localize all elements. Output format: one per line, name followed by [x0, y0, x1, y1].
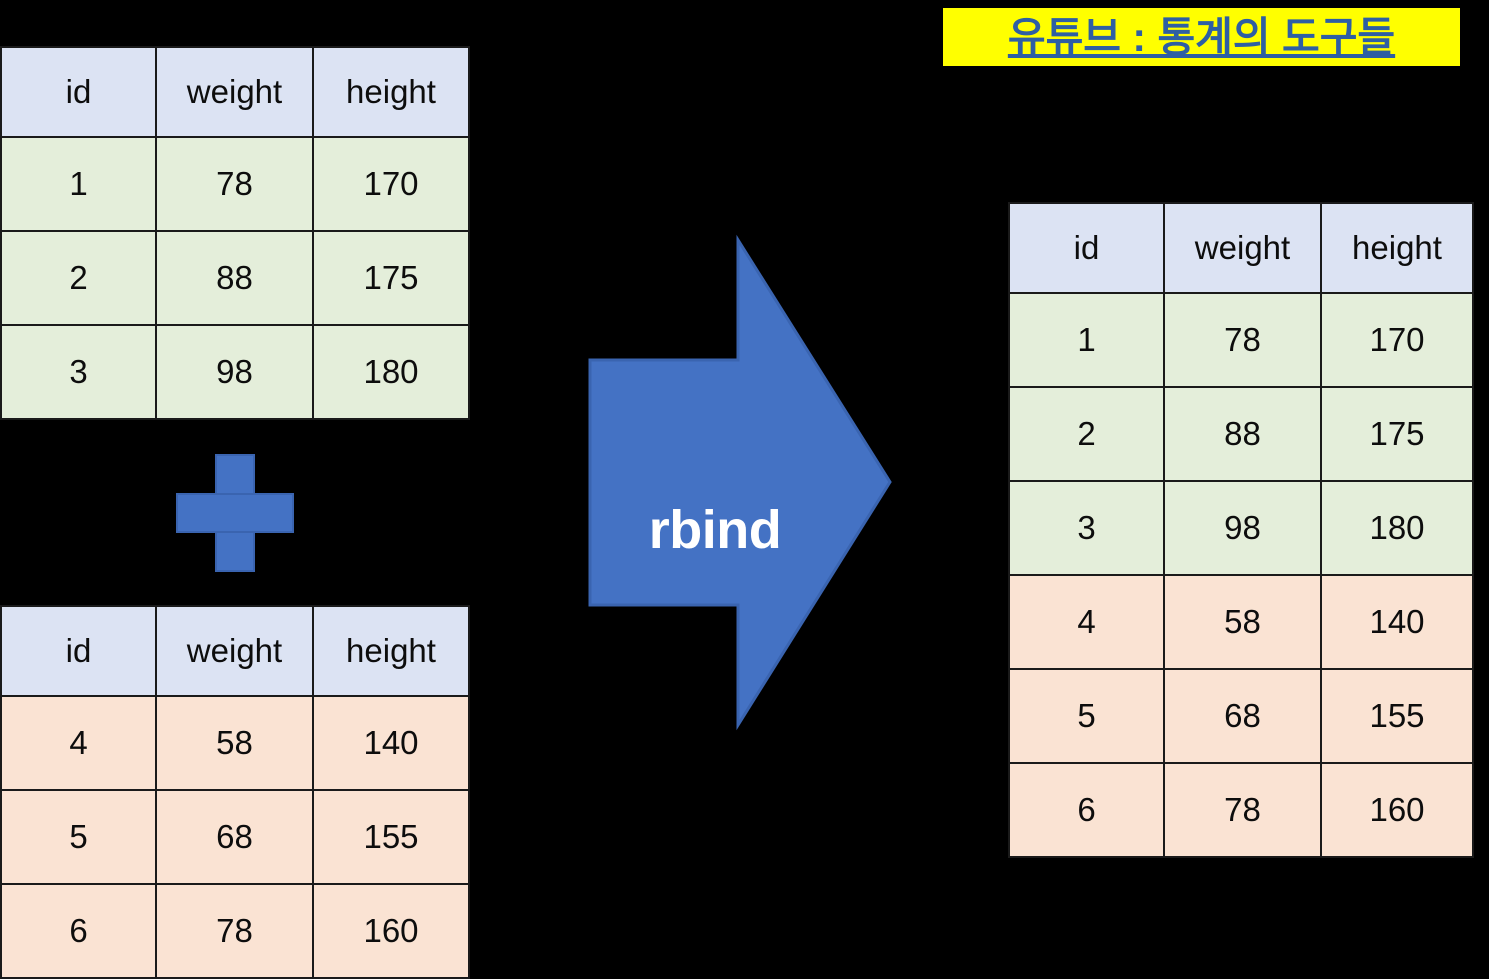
cell-weight: 78 [1163, 762, 1322, 858]
table-row: 5 68 155 [0, 789, 470, 885]
cell-height: 160 [1320, 762, 1474, 858]
cell-height: 175 [1320, 386, 1474, 482]
cell-weight: 98 [1163, 480, 1322, 576]
first-input-table: id weight height 1 78 170 2 88 175 3 98 … [0, 46, 470, 420]
table-row: 3 98 180 [1008, 480, 1474, 576]
table-row: 4 58 140 [1008, 574, 1474, 670]
cell-weight: 88 [155, 230, 314, 326]
title-banner: 유튜브 : 통계의 도구들 [943, 8, 1460, 66]
second-input-table: id weight height 4 58 140 5 68 155 6 78 … [0, 605, 470, 979]
cell-weight: 58 [155, 695, 314, 791]
table-row: 1 78 170 [1008, 292, 1474, 388]
cell-id: 3 [0, 324, 157, 420]
table-row: 5 68 155 [1008, 668, 1474, 764]
table-row: 4 58 140 [0, 695, 470, 791]
cell-weight: 58 [1163, 574, 1322, 670]
cell-weight: 68 [155, 789, 314, 885]
cell-height: 155 [1320, 668, 1474, 764]
table-row: 2 88 175 [1008, 386, 1474, 482]
cell-weight: 78 [155, 883, 314, 979]
table-row: 2 88 175 [0, 230, 470, 326]
column-header-weight: weight [155, 46, 314, 138]
cell-id: 1 [0, 136, 157, 232]
cell-id: 3 [1008, 480, 1165, 576]
cell-id: 4 [1008, 574, 1165, 670]
page-title: 유튜브 : 통계의 도구들 [1007, 13, 1396, 60]
cell-height: 175 [312, 230, 470, 326]
table-row: 6 78 160 [1008, 762, 1474, 858]
cell-id: 2 [1008, 386, 1165, 482]
cell-weight: 78 [1163, 292, 1322, 388]
cell-id: 2 [0, 230, 157, 326]
cell-height: 140 [1320, 574, 1474, 670]
cell-height: 160 [312, 883, 470, 979]
cell-weight: 68 [1163, 668, 1322, 764]
table-row: 1 78 170 [0, 136, 470, 232]
cell-height: 180 [1320, 480, 1474, 576]
table-row: 6 78 160 [0, 883, 470, 979]
column-header-height: height [312, 605, 470, 697]
result-table: id weight height 1 78 170 2 88 175 3 98 … [1008, 202, 1474, 858]
table-header-row: id weight height [0, 605, 470, 697]
arrow-right-icon [588, 234, 892, 731]
cell-id: 1 [1008, 292, 1165, 388]
plus-horizontal-bar [176, 493, 294, 533]
cell-height: 140 [312, 695, 470, 791]
column-header-weight: weight [155, 605, 314, 697]
column-header-height: height [312, 46, 470, 138]
cell-height: 170 [1320, 292, 1474, 388]
column-header-id: id [1008, 202, 1165, 294]
cell-weight: 78 [155, 136, 314, 232]
cell-weight: 98 [155, 324, 314, 420]
cell-height: 180 [312, 324, 470, 420]
cell-id: 5 [1008, 668, 1165, 764]
cell-height: 155 [312, 789, 470, 885]
cell-id: 4 [0, 695, 157, 791]
table-header-row: id weight height [0, 46, 470, 138]
column-header-id: id [0, 46, 157, 138]
plus-icon [176, 454, 294, 572]
cell-weight: 88 [1163, 386, 1322, 482]
column-header-height: height [1320, 202, 1474, 294]
column-header-weight: weight [1163, 202, 1322, 294]
cell-height: 170 [312, 136, 470, 232]
table-header-row: id weight height [1008, 202, 1474, 294]
table-row: 3 98 180 [0, 324, 470, 420]
column-header-id: id [0, 605, 157, 697]
rbind-arrow: rbind [560, 220, 920, 840]
cell-id: 5 [0, 789, 157, 885]
cell-id: 6 [0, 883, 157, 979]
cell-id: 6 [1008, 762, 1165, 858]
